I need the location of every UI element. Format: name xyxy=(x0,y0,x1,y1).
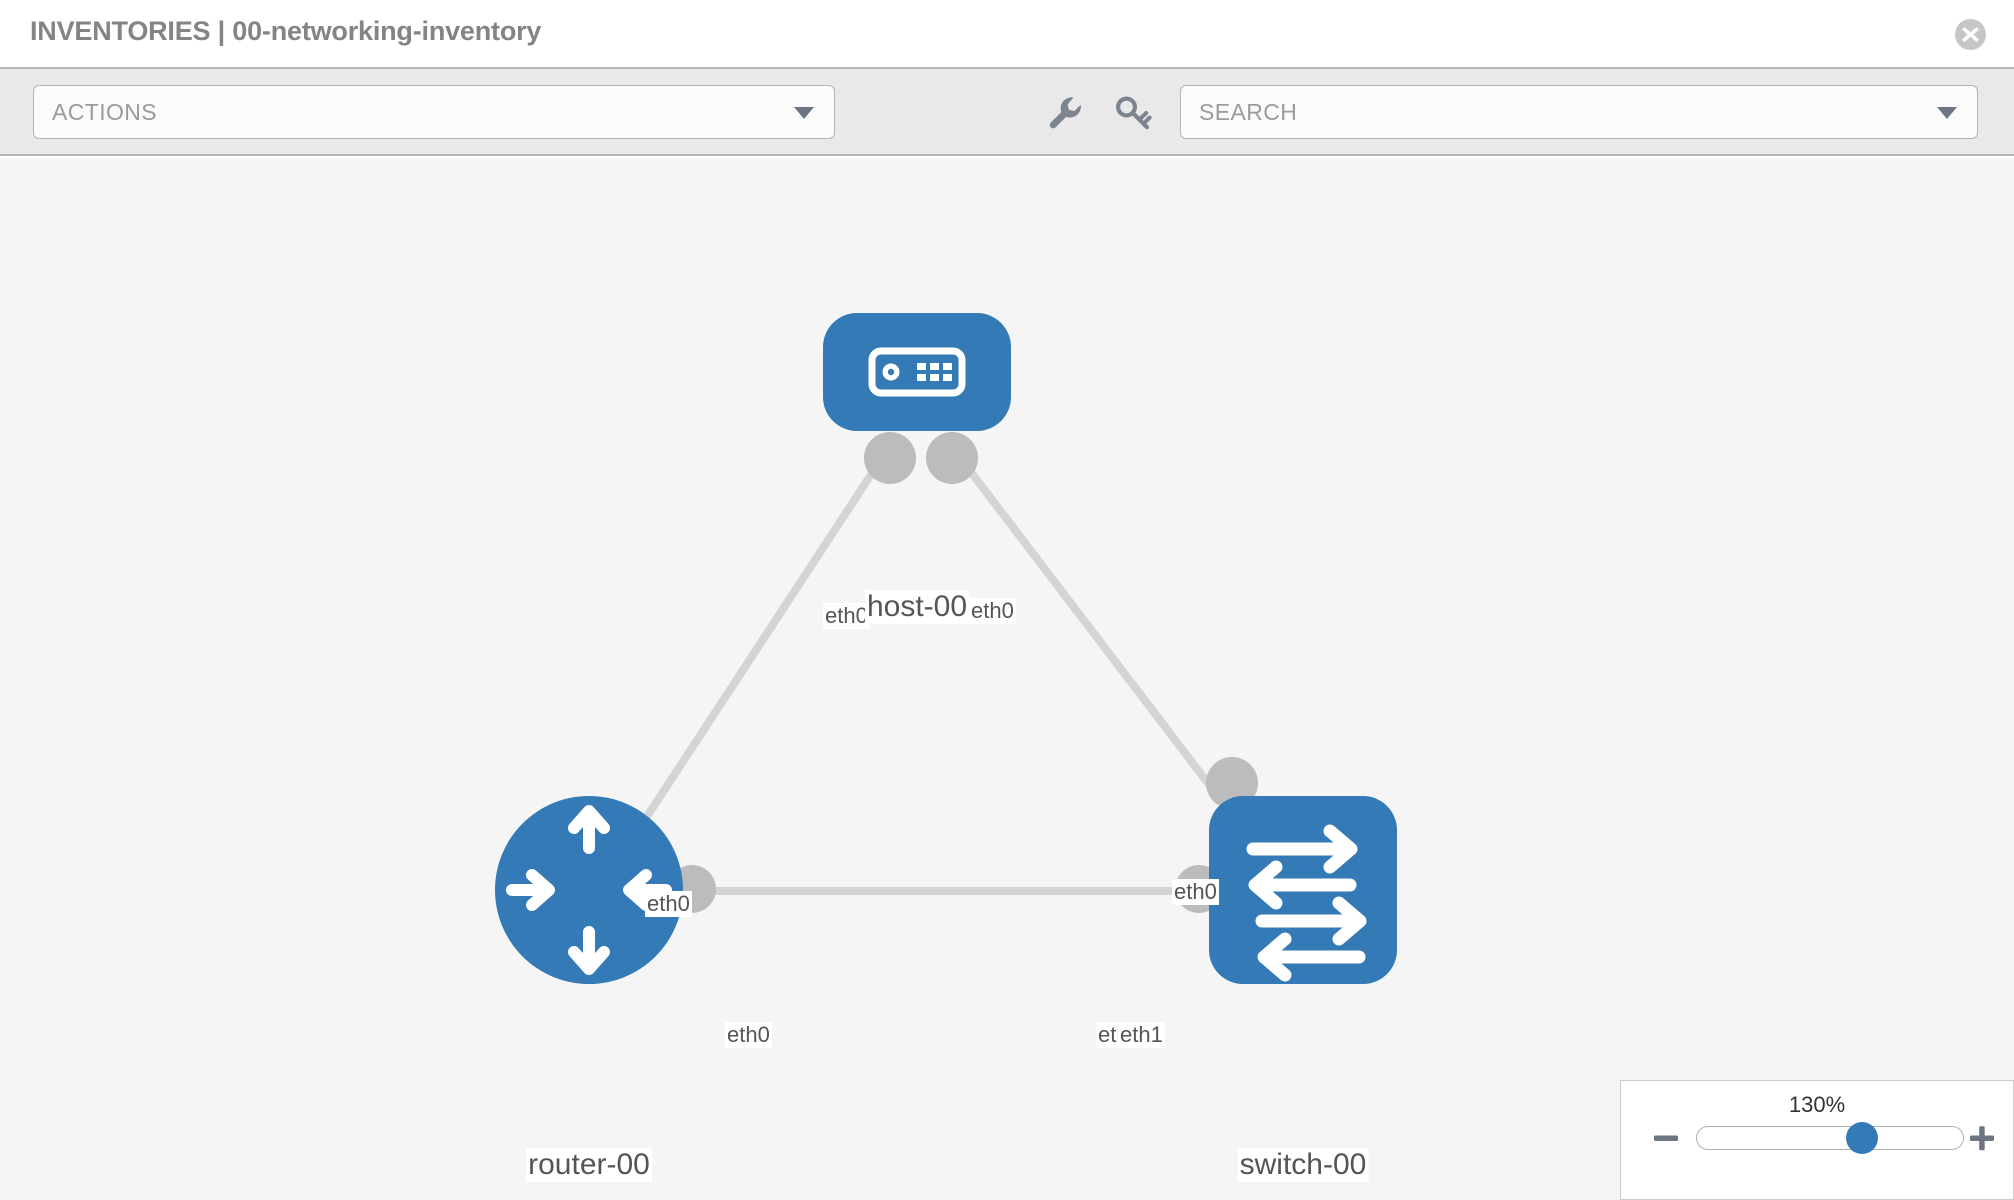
topology-graph xyxy=(495,313,1397,984)
iface-label: eth0 xyxy=(823,603,870,629)
zoom-control-panel: 130% xyxy=(1620,1080,2014,1200)
chevron-down-icon xyxy=(794,107,814,119)
search-input[interactable]: SEARCH xyxy=(1180,85,1978,139)
node-label-router-00: router-00 xyxy=(526,1148,652,1182)
page-title: INVENTORIES | 00-networking-inventory xyxy=(30,16,542,46)
plus-icon[interactable] xyxy=(1965,1121,1999,1155)
switch-arrows-icon xyxy=(1246,824,1367,982)
node-host-00 xyxy=(823,313,1011,431)
key-icon[interactable] xyxy=(1112,91,1154,133)
connector-host00-right xyxy=(926,432,978,484)
title-bar: INVENTORIES | 00-networking-inventory xyxy=(0,0,2014,69)
edge-host00-router00 xyxy=(606,435,899,876)
toolbar: ACTIONS SEARCH xyxy=(0,69,2014,156)
zoom-percent-label: 130% xyxy=(1788,1092,1846,1117)
server-icon xyxy=(868,347,966,397)
iface-label: eth0 xyxy=(725,1022,772,1048)
close-icon[interactable] xyxy=(1955,19,1986,50)
chevron-down-icon[interactable] xyxy=(1937,107,1957,119)
node-switch-00 xyxy=(1209,796,1397,984)
actions-dropdown-label: ACTIONS xyxy=(52,99,158,125)
node-label-switch-00: switch-00 xyxy=(1237,1148,1369,1182)
node-label-host-00: host-00 xyxy=(864,590,970,624)
zoom-slider-track[interactable] xyxy=(1696,1122,1964,1154)
topology-edges xyxy=(606,435,1269,895)
iface-label: eth0 xyxy=(969,598,1016,624)
node-router-00 xyxy=(495,796,683,984)
search-placeholder: SEARCH xyxy=(1199,99,1298,125)
actions-dropdown[interactable]: ACTIONS xyxy=(33,85,835,139)
minus-icon[interactable] xyxy=(1649,1121,1683,1155)
wrench-icon[interactable] xyxy=(1043,91,1085,133)
router-arrows-icon xyxy=(506,805,672,975)
iface-label: eth1 xyxy=(1118,1022,1165,1048)
topology-canvas[interactable]: eth0 eth0 eth0 eth0 eth0 eth0 eth1 host-… xyxy=(0,158,2014,1200)
iface-label: eth0 xyxy=(1172,879,1219,905)
topology-connectors xyxy=(668,432,1258,913)
iface-label: eth0 xyxy=(645,891,692,917)
zoom-slider-thumb[interactable] xyxy=(1845,1122,1878,1154)
connector-host00-left xyxy=(864,432,916,484)
